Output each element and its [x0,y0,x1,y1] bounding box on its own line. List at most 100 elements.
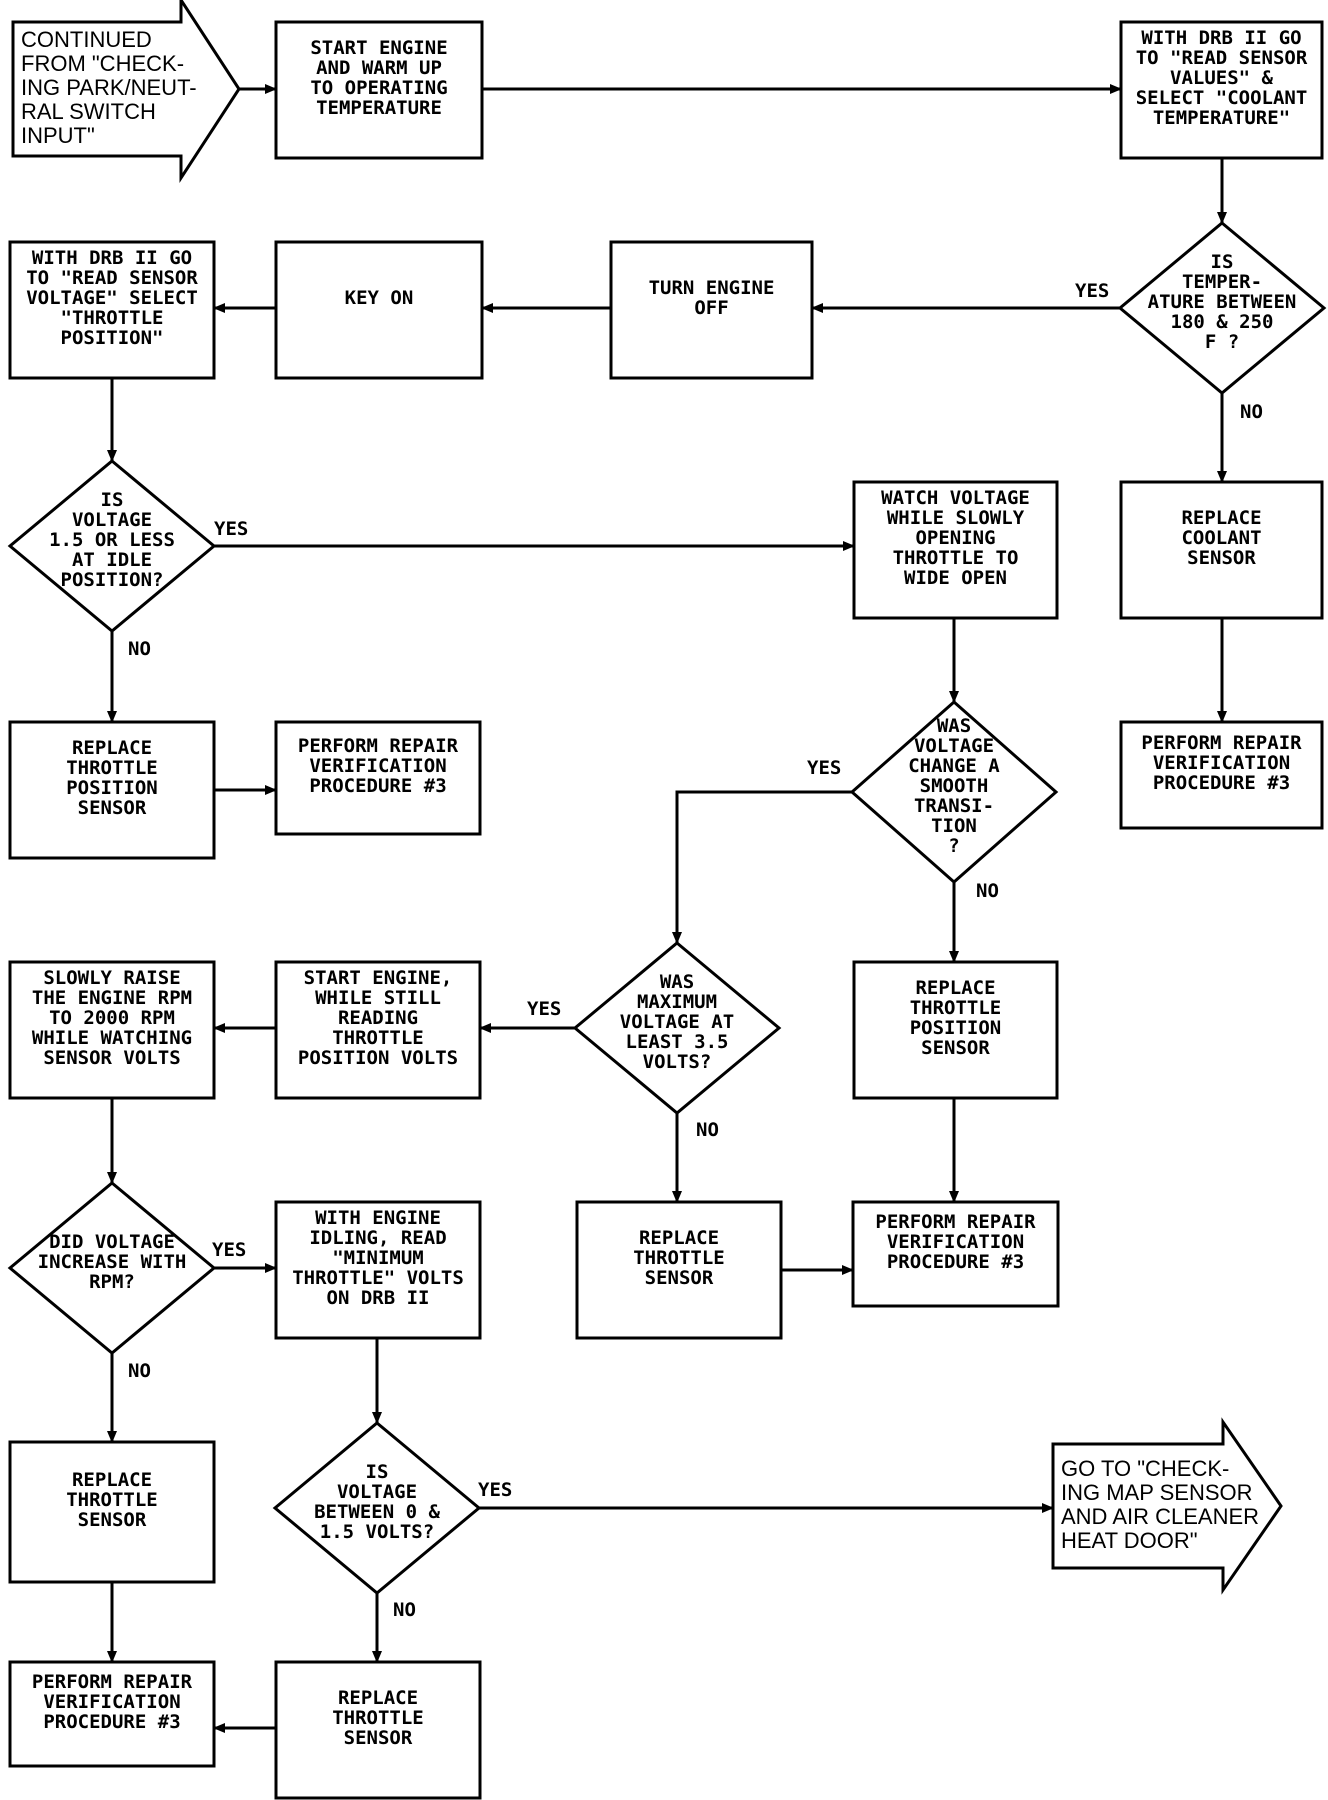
node-label-line: VOLTS? [643,1051,712,1073]
node-label-line: POSITION? [61,569,164,591]
decision-diamond [7,459,217,633]
node-label-line: ING MAP SENSOR [1061,1480,1253,1505]
node-label-line: VOLTAGE [72,509,152,531]
node-label-line: IDLING, READ [309,1227,446,1249]
process-box [609,240,814,380]
node-label-line: TURN ENGINE [649,277,775,299]
node-label-line: SENSOR [78,797,147,819]
node-label-line: THROTTLE [633,1247,725,1269]
node-label-line: 1.5 OR LESS [49,529,175,551]
node-label-line: WIDE OPEN [904,567,1007,589]
node-label-line: WITH DRB II GO [32,247,192,269]
node-label-line: WATCH VOLTAGE [881,487,1030,509]
edge-label-temp-yes: YES [1075,280,1109,302]
edge-smooth-yes [672,790,852,944]
node-label-line: WITH DRB II GO [1141,27,1301,49]
node-label-line: TO "READ SENSOR [1136,47,1308,69]
node-label-line: IS [1211,251,1234,273]
node-label-line: FROM "CHECK- [21,51,184,76]
process-box [1119,20,1324,160]
edge-label-rpm-yes: YES [212,1239,246,1261]
node-label-line: REPLACE [639,1227,719,1249]
process-box [274,960,482,1100]
node-label-line: PERFORM REPAIR [1141,732,1302,754]
off-page-arrow [11,0,241,184]
node-label-line: LEAST 3.5 [626,1031,729,1053]
node-label-line: IS [366,1461,389,1483]
node-label-line: INCREASE WITH [38,1251,187,1273]
process-box [274,240,484,380]
node-label-line: AT IDLE [72,549,152,571]
node-label-line: THROTTLE [66,1489,158,1511]
node-label-line: VOLTAGE AT [620,1011,734,1033]
node-label-line: PERFORM REPAIR [298,735,459,757]
node-label-line: START ENGINE [310,37,447,59]
node-label-line: THROTTLE [910,997,1002,1019]
node-label-line: 1.5 VOLTS? [320,1521,434,1543]
node-label-line: SENSOR [344,1727,413,1749]
node-label-line: DID VOLTAGE [49,1231,175,1253]
node-label-line: CHANGE A [908,755,1000,777]
node-label-line: "MINIMUM [332,1247,424,1269]
process-box [851,1200,1060,1308]
node-label-line: POSITION" [61,327,164,349]
node-label-line: VALUES" & [1170,67,1274,89]
process-box [852,960,1059,1100]
edge-label-range-yes: YES [478,1479,512,1501]
edge-label-range-no: NO [393,1599,416,1621]
node-label-line: VERIFICATION [43,1691,180,1713]
process-box [8,720,216,860]
node-label-line: AND WARM UP [316,57,442,79]
node-label-line: REPLACE [72,737,152,759]
node-label-line: POSITION VOLTS [298,1047,458,1069]
node-label-line: PROCEDURE #3 [43,1711,180,1733]
node-label-line: OFF [694,297,728,319]
node-label-line: SENSOR [1187,547,1256,569]
node-label-line: REPLACE [915,977,995,999]
process-box [274,1200,482,1340]
start-reading-node: START ENGINE,WHILE STILLREADINGTHROTTLEP… [274,960,482,1100]
node-label-line: WITH ENGINE [315,1207,441,1229]
node-label-line: TEMPER- [1182,271,1262,293]
process-box [274,720,482,836]
node-label-line: SENSOR [921,1037,990,1059]
node-label-line: WAS [937,715,971,737]
node-label-line: WAS [660,971,694,993]
connectors [107,84,1227,1733]
node-label-line: VERIFICATION [887,1231,1024,1253]
node-label-line: ON DRB II [327,1287,430,1309]
node-label-line: ATURE BETWEEN [1148,291,1297,313]
edge-label-temp-no: NO [1240,401,1263,423]
node-label-line: TEMPERATURE" [1153,107,1290,129]
node-label-line: SENSOR [78,1509,147,1531]
edge-label-maxvolt-yes: YES [527,998,561,1020]
process-box [8,960,216,1100]
node-label-line: REPLACE [72,1469,152,1491]
node-label-line: PROCEDURE #3 [1153,772,1290,794]
process-box [852,480,1059,620]
node-label-line: RPM? [89,1271,135,1293]
node-label-line: WHILE SLOWLY [887,507,1025,529]
node-label-line: GO TO "CHECK- [1061,1456,1229,1481]
node-label-line: VOLTAGE" SELECT [26,287,198,309]
node-label-line: SENSOR VOLTS [43,1047,180,1069]
node-label-line: MAXIMUM [637,991,717,1013]
node-label-line: THROTTLE" VOLTS [292,1267,464,1289]
process-box [274,20,484,160]
decision-diamond [572,941,782,1115]
edge-label-rpm-no: NO [128,1360,151,1382]
decision-diamond [7,1181,217,1355]
